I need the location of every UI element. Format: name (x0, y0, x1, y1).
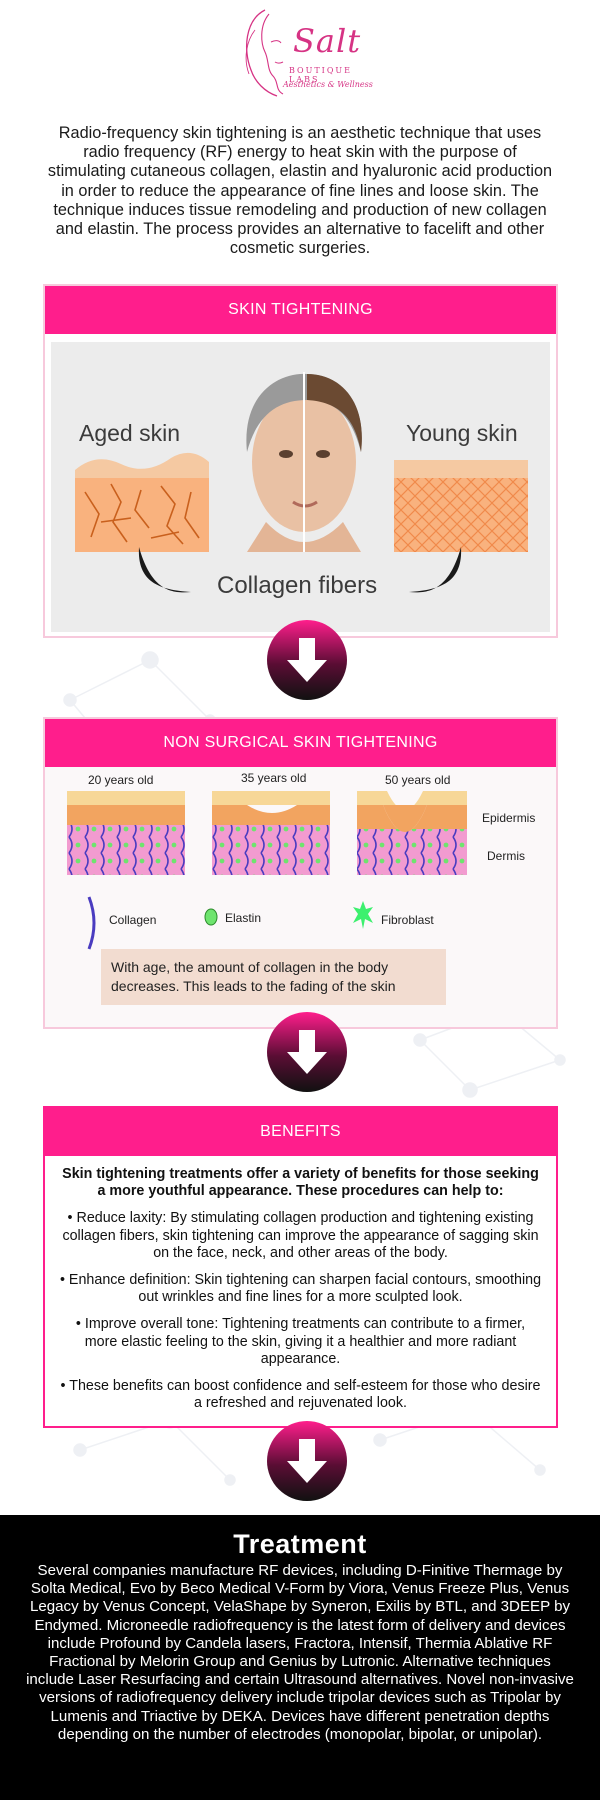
benefits-intro: Skin tightening treatments offer a varie… (62, 1166, 539, 1200)
skin-tightening-card: SKIN TIGHTENING (43, 284, 558, 638)
non-surgical-card: NON SURGICAL SKIN TIGHTENING 20 years ol… (43, 717, 558, 1029)
legend-elastin: Elastin (225, 911, 262, 925)
young-skin-label: Young skin (406, 420, 518, 446)
brand-tagline: Aesthetics & Wellness (283, 80, 373, 89)
elastin-legend-icon (204, 908, 218, 926)
benefit-item: • Enhance definition: Skin tightening ca… (59, 1272, 542, 1306)
young-skin-epidermis (394, 460, 528, 478)
age-label-35: 35 years old (241, 771, 307, 785)
skin-layer-20 (67, 791, 185, 875)
fibroblast-legend-icon (353, 901, 373, 929)
benefits-card: BENEFITS Skin tightening treatments offe… (43, 1106, 558, 1428)
brand-subtitle: BOUTIQUE LABS (289, 66, 352, 84)
treatment-title: Treatment (233, 1529, 367, 1559)
aged-vs-young-skin-illustration: Aged skin Young skin Collagen fibers (51, 342, 550, 632)
brand-logo: Salt BOUTIQUE LABS Aesthetics & Wellness (225, 0, 375, 110)
down-arrow-icon (267, 1421, 347, 1501)
benefits-list: Skin tightening treatments offer a varie… (45, 1156, 556, 1412)
benefit-item: • Improve overall tone: Tightening treat… (75, 1316, 526, 1367)
section-header: NON SURGICAL SKIN TIGHTENING (45, 719, 556, 767)
intro-paragraph: Radio-frequency skin tightening is an ae… (47, 124, 553, 258)
collagen-fibers-label: Collagen fibers (217, 572, 378, 599)
section-header: BENEFITS (45, 1108, 556, 1156)
skin-layers-diagram (67, 791, 467, 875)
intact-collagen-lattice (394, 478, 528, 552)
age-label-20: 20 years old (88, 773, 154, 787)
dermis-label: Dermis (487, 849, 525, 863)
treatment-body: Several companies manufacture RF devices… (26, 1562, 574, 1743)
section-header: SKIN TIGHTENING (45, 286, 556, 334)
left-bracket-swoosh (138, 547, 191, 593)
age-label-50: 50 years old (385, 773, 451, 787)
legend-fibroblast: Fibroblast (381, 913, 434, 927)
collagen-decrease-note: With age, the amount of collagen in the … (101, 949, 446, 1005)
treatment-section: Treatment Several companies manufacture … (0, 1515, 600, 1800)
epidermis-label: Epidermis (482, 811, 536, 825)
brand-name: Salt (293, 22, 362, 60)
down-arrow-icon (267, 620, 347, 700)
legend-collagen: Collagen (109, 913, 157, 927)
down-arrow-icon (267, 1012, 347, 1092)
benefit-item: • These benefits can boost confidence an… (60, 1378, 541, 1412)
face-line-art-icon (245, 9, 284, 97)
benefit-item: • Reduce laxity: By stimulating collagen… (62, 1210, 539, 1261)
face-photo (211, 372, 401, 552)
right-bracket-swoosh (409, 547, 462, 593)
skin-layer-35 (212, 791, 330, 875)
aged-skin-dermis (75, 478, 209, 552)
broken-collagen-fibers (84, 483, 200, 545)
collagen-legend-icon (87, 896, 96, 950)
aged-skin-label: Aged skin (79, 420, 181, 446)
skin-layer-50 (357, 791, 467, 875)
